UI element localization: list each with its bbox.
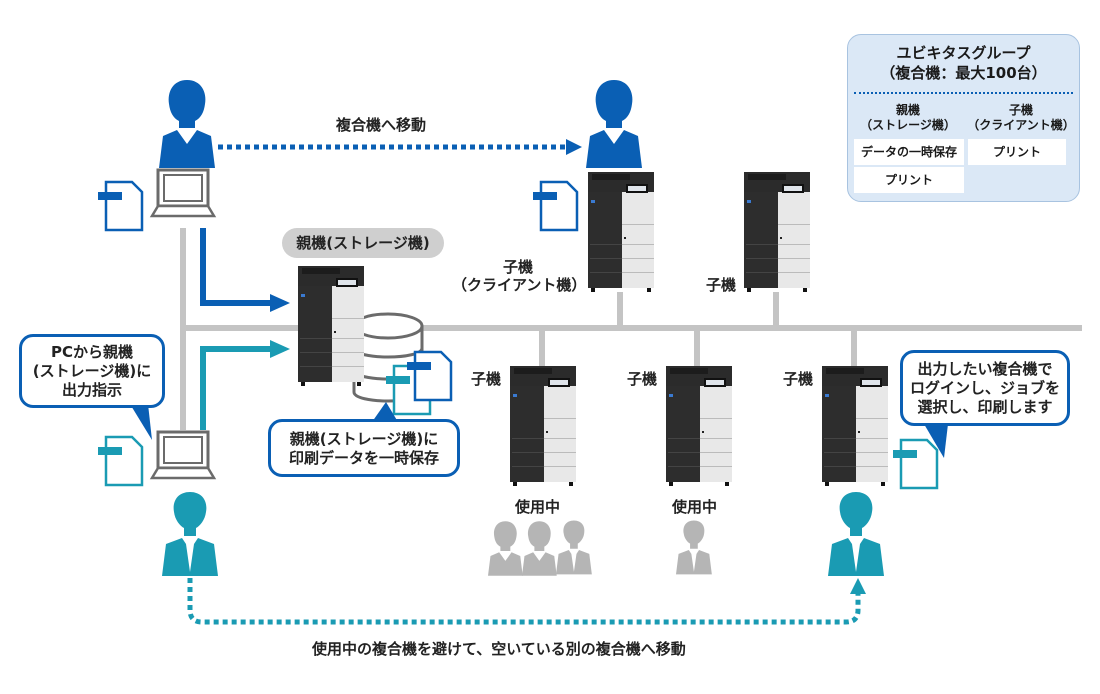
bubble-line: ログインし、ジョブを (909, 379, 1060, 397)
bubble-line: (ストレージ機)に (32, 362, 152, 380)
bubble-line: 出力指示 (61, 381, 122, 399)
legend-divider (854, 92, 1073, 94)
person-icon-bottom-right (828, 492, 884, 576)
legend-title-line2: （複合機：最大100台） (880, 64, 1047, 82)
document-icon-right (891, 438, 939, 490)
print-arrow-teal (200, 346, 272, 430)
printer-icon-client-2 (744, 172, 810, 292)
print-arrow-blue (200, 228, 272, 306)
client-machine-label: 子機 （クライアント機） (452, 258, 587, 294)
legend-title-line1: ユビキタスグループ (896, 44, 1031, 62)
ubiquitous-group-legend: ユビキタスグループ （複合機：最大100台） 親機 （ストレージ機） 子機 （ク… (847, 34, 1080, 202)
child-label-3: 子機 (471, 370, 502, 388)
legend-col-child-line1: 子機 (1008, 103, 1033, 117)
document-icon-top-left (96, 180, 144, 232)
client-label-line2: （クライアント機） (452, 276, 587, 294)
printer-icon-child-5 (822, 366, 888, 486)
laptop-icon-top (150, 168, 216, 218)
bubble-line: 親機(ストレージ機)に (289, 430, 439, 448)
person-icon-top-left (159, 80, 215, 168)
printer-icon-child-3 (510, 366, 576, 486)
move-arrow-bottom (187, 578, 861, 625)
parent-storage-pill: 親機(ストレージ機) (282, 228, 444, 258)
legend-child-function: プリント (968, 139, 1066, 165)
bubble-line: 印刷データを一時保存 (288, 449, 439, 467)
bubble-line: 選択し、印刷します (917, 398, 1053, 416)
document-icon-top-client (531, 180, 579, 232)
move-to-mfp-label: 複合機へ移動 (336, 116, 427, 134)
legend-col-child-line2: （クライアント機） (967, 118, 1075, 132)
person-icon-top-right (586, 80, 642, 168)
bubble-line: PCから親機 (50, 343, 133, 361)
in-use-label-2: 使用中 (672, 498, 718, 516)
printer-icon-child-4 (666, 366, 732, 486)
legend-col-parent-line1: 親機 (895, 103, 920, 117)
legend-parent-function: プリント (854, 167, 964, 193)
child-label-4: 子機 (627, 370, 658, 388)
person-icon-bottom-left (162, 492, 218, 576)
legend-title: ユビキタスグループ （複合機：最大100台） (848, 43, 1079, 83)
bubble-login-print: 出力したい複合機で ログインし、ジョブを 選択し、印刷します (900, 350, 1070, 426)
child-label-2: 子機 (706, 276, 737, 294)
busy-user-single (676, 520, 712, 575)
bubble-line: 出力したい複合機で (917, 360, 1053, 378)
busy-users-group (488, 520, 592, 576)
in-use-label-1: 使用中 (515, 498, 561, 516)
document-icon-bottom-left (96, 435, 144, 487)
bubble-pc-to-parent: PCから親機 (ストレージ機)に 出力指示 (19, 334, 165, 408)
legend-parent-function: データの一時保存 (854, 139, 964, 165)
legend-col-child: 子機 （クライアント機） (965, 103, 1077, 133)
legend-col-parent: 親機 （ストレージ機） (852, 103, 964, 133)
laptop-icon-bottom (150, 430, 216, 480)
bottom-move-label: 使用中の複合機を避けて、空いている別の複合機へ移動 (312, 640, 686, 658)
printer-icon-parent (298, 266, 364, 386)
printer-icon-client-1 (588, 172, 654, 292)
legend-col-parent-line2: （ストレージ機） (860, 118, 956, 132)
bubble-temp-storage: 親機(ストレージ機)に 印刷データを一時保存 (268, 419, 460, 477)
client-label-line1: 子機 (502, 258, 533, 276)
child-label-5: 子機 (783, 370, 814, 388)
